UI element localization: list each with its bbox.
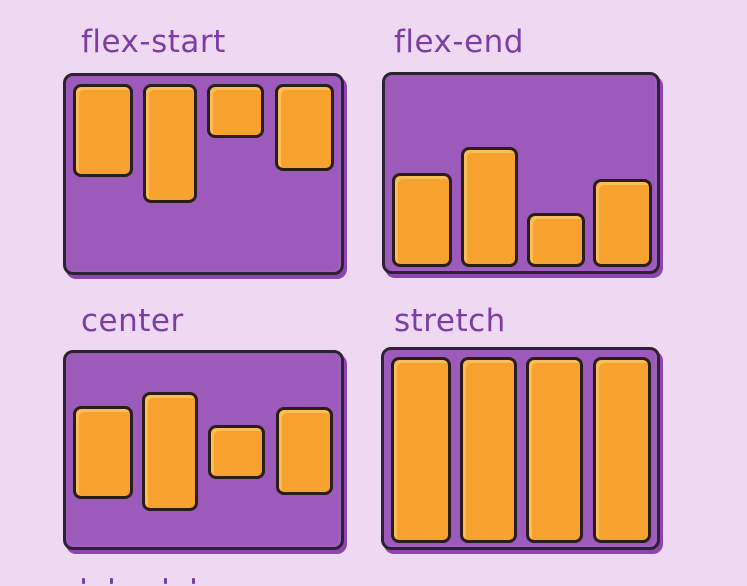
- flex-end-item-3: [527, 213, 585, 267]
- center-item-4: [276, 407, 333, 495]
- stretch-item-4: [593, 357, 651, 543]
- flex-end-panel: [382, 72, 660, 274]
- flex-start-label: flex-start: [81, 24, 226, 60]
- stretch-label: stretch: [394, 303, 506, 339]
- stretch-item-1: [391, 357, 451, 543]
- stretch-item-2: [460, 357, 517, 543]
- center-panel: [63, 350, 344, 550]
- flex-start-item-3: [207, 84, 264, 138]
- flex-end-label: flex-end: [394, 24, 524, 60]
- flex-end-item-2: [461, 147, 518, 267]
- stretch-panel: [381, 347, 660, 550]
- center-item-1: [73, 406, 133, 499]
- flex-start-item-2: [143, 84, 197, 203]
- flex-start-panel: [63, 73, 344, 275]
- cropped-label-fragment: [76, 578, 236, 586]
- flex-end-item-4: [593, 179, 652, 267]
- flex-end-item-1: [392, 173, 452, 267]
- center-item-3: [208, 425, 265, 479]
- flex-start-item-4: [275, 84, 334, 171]
- flex-start-item-1: [73, 84, 133, 177]
- stretch-item-3: [526, 357, 583, 543]
- center-label: center: [81, 303, 184, 339]
- center-item-2: [142, 392, 198, 511]
